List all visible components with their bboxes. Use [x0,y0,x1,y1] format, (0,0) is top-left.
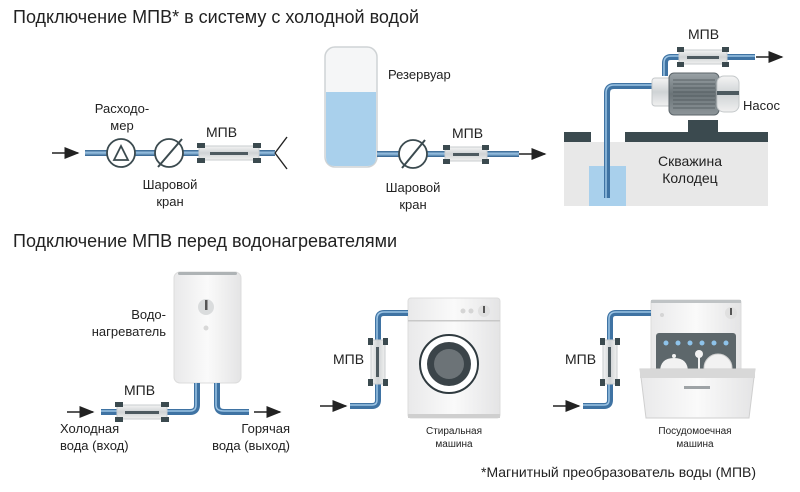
cold-water-label-line1: Холодная [60,421,120,436]
well-label-line2: Колодец [662,170,718,186]
hot-outlet-pipe [214,383,249,415]
mpv-label: МПВ [206,124,238,140]
outlet-branch-icon [274,136,288,170]
washing-machine-icon [407,297,501,419]
dishwasher-icon [639,299,756,419]
hot-outlet-pipe-highlight [215,383,249,412]
hot-water-label-line1: Горячая [241,421,290,436]
reservoir-label: Резервуар [388,67,451,82]
washing-machine-label-line2: машина [435,439,473,450]
heater-label-block: Водо- нагреватель [88,306,166,340]
dishwasher-label-line1: Посудомоечная [658,426,732,437]
well-ground [564,132,768,206]
reservoir-tank-icon [324,46,378,168]
discharge-pipe-highlight [663,55,755,76]
well-label: Скважина Колодец [640,153,740,187]
valve-label-line2: кран [399,197,427,212]
cold-water-label-line2: вода (вход) [60,438,129,453]
hot-water-label: Горячая вода (выход) [207,420,290,454]
scheme2-reservoir-line [324,46,547,169]
flowmeter-label-line2: мер [110,118,134,133]
hot-water-label-line2: вода (выход) [212,438,290,453]
pump-icon [651,72,740,132]
scheme5-washing-machine [320,297,501,419]
suction-pipe-highlight [605,84,654,198]
scheme1-cold-water-line [52,136,288,170]
valve-label-line1: Шаровой [385,180,441,195]
mpv-device-icon [443,145,489,164]
scheme3-well-pump [564,47,784,206]
cold-inlet-pipe [101,383,200,415]
pump-label: Насос [743,98,780,113]
mpv-device-icon [197,143,261,163]
mpv-label: МПВ [565,351,597,367]
ball-valve-icon [398,139,428,169]
scheme4-water-heater [67,271,282,422]
ball-valve-icon [154,138,184,168]
flowmeter-icon [106,138,136,168]
mpv-label: МПВ [124,382,156,398]
washing-machine-label: Стиральная машина [414,425,494,451]
well-label-line1: Скважина [657,153,722,169]
valve-label: Шаровой кран [383,179,443,213]
valve-label-line1: Шаровой [142,177,198,192]
mpv-label: МПВ [452,125,484,141]
discharge-pipe [662,54,755,76]
cold-inlet-pipe-highlight [101,383,197,412]
flowmeter-label-line1: Расходо- [94,101,150,116]
dishwasher-label: Посудомоечная машина [645,425,745,451]
heater-label-line2: нагреватель [91,324,166,339]
washing-machine-label-line1: Стиральная [425,426,483,437]
footnote: *Магнитный преобразователь воды (МПВ) [481,464,757,480]
flowmeter-label: Расходо- мер [92,100,152,134]
heading-heaters: Подключение МПВ перед водонагревателями [13,231,398,251]
mpv-device-icon [600,338,620,386]
mpv-device-icon [115,402,169,422]
valve-label-line2: кран [156,194,184,209]
dishwasher-label-line2: машина [676,439,714,450]
mpv-label: МПВ [333,351,365,367]
suction-pipe [604,83,654,198]
water-heater-icon [173,271,242,384]
scheme6-dishwasher [553,299,756,419]
heater-label-line1: Водо- [131,307,166,322]
valve-label: Шаровой кран [140,176,200,210]
mpv-label: МПВ [688,26,720,42]
mpv-device-icon [677,47,729,67]
mpv-device-icon [368,338,388,386]
heading-cold-water: Подключение МПВ* в систему с холодной во… [13,7,420,27]
cold-water-label: Холодная вода (вход) [60,420,129,454]
